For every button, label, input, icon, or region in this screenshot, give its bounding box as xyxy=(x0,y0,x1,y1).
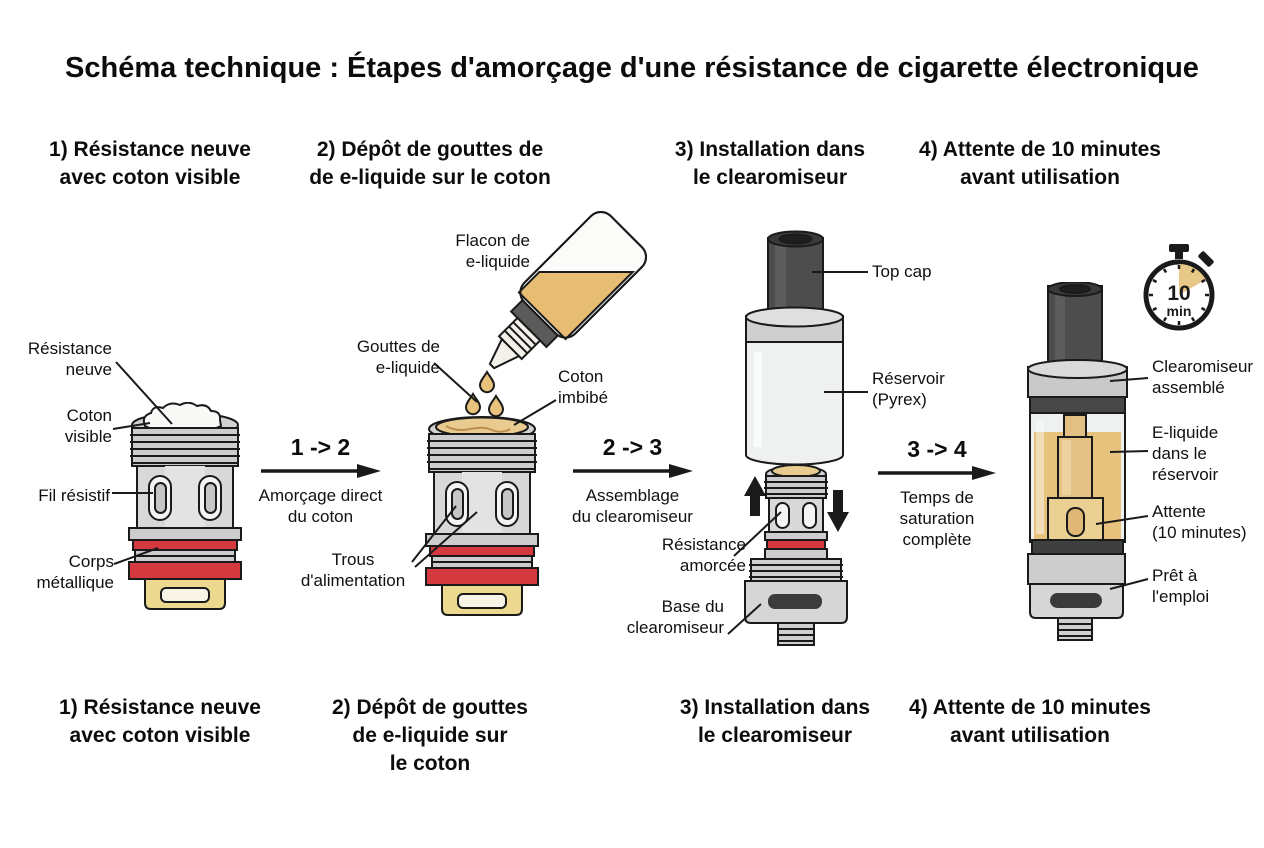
label-fil-resistif: Fil résistif xyxy=(38,486,110,505)
step4-header: 4) Attente de 10 minutes avant utilisati… xyxy=(919,138,1161,189)
transition-2-3-description: Assemblage du clearomiseur xyxy=(572,486,693,526)
transition-1-2-description: Amorçage direct du coton xyxy=(258,486,383,526)
arrow-right-icon xyxy=(572,464,693,478)
label-attente-10min: Attente (10 minutes) xyxy=(1152,502,1247,542)
label-gouttes-eliquide: Gouttes de e-liquide xyxy=(356,337,440,377)
red-oring xyxy=(429,545,535,557)
label-reservoir-pyrex: Réservoir (Pyrex) xyxy=(872,369,945,409)
arrow-right-icon xyxy=(878,466,996,480)
assembled-clearomizer-illustration xyxy=(1027,282,1128,641)
timer-unit: min xyxy=(1167,303,1192,319)
step1-caption: 1) Résistance neuve avec coton visible xyxy=(59,696,261,747)
step4-caption: 4) Attente de 10 minutes avant utilisati… xyxy=(909,696,1151,747)
red-oring xyxy=(132,539,238,551)
transition-2-3: 2 -> 3 Assemblage du clearomiseur xyxy=(565,434,700,527)
transition-2-3-label: 2 -> 3 xyxy=(602,434,663,460)
red-band xyxy=(128,561,242,580)
step2-header: 2) Dépôt de gouttes de de e-liquide sur … xyxy=(309,138,551,189)
step1-header: 1) Résistance neuve avec coton visible xyxy=(49,138,251,189)
oring-bottom xyxy=(1031,539,1124,555)
arrow-up-icon xyxy=(744,476,766,516)
transition-3-4-description: Temps de saturation complète xyxy=(899,488,975,549)
bottle-liquid xyxy=(517,270,636,341)
coil-into-base-illustration xyxy=(744,464,849,646)
transition-3-4: 3 -> 4 Temps de saturation complète xyxy=(872,436,1002,550)
transition-1-2-label: 1 -> 2 xyxy=(290,434,351,460)
airflow-slot xyxy=(802,502,817,529)
label-resistance-neuve: Résistance neuve xyxy=(27,339,112,379)
arrow-down-icon xyxy=(827,490,849,532)
label-base-clearomiseur: Base du clearomiseur xyxy=(626,597,724,637)
reservoir-illustration xyxy=(745,230,844,466)
label-corps-metallique: Corps métallique xyxy=(36,552,115,592)
red-band xyxy=(425,567,539,586)
label-clearomiseur-assemble: Clearomiseur assemblé xyxy=(1152,357,1254,397)
label-trous-alimentation: Trous d'alimentation xyxy=(300,550,406,590)
step3-caption: 3) Installation dans le clearomiseur xyxy=(679,696,871,747)
oring-top xyxy=(1029,396,1126,414)
diagram-title: Schéma technique : Étapes d'amorçage d'u… xyxy=(65,52,1199,84)
label-coton-imbibe: Coton imbibé xyxy=(558,367,609,407)
label-resistance-amorcee: Résistance amorcée xyxy=(661,535,746,575)
bottle-tip xyxy=(488,337,521,370)
coil-primed-illustration xyxy=(425,416,539,616)
label-flacon-eliquide: Flacon de e-liquide xyxy=(455,231,530,271)
step2-caption: 2) Dépôt de gouttes de e-liquide sur le … xyxy=(331,696,528,775)
timer-10min-icon: 10 min xyxy=(1143,244,1215,331)
step3-header: 3) Installation dans le clearomiseur xyxy=(674,138,866,189)
label-eliquide-reservoir: E-liquide dans le réservoir xyxy=(1152,423,1219,484)
label-coton-visible: Coton visible xyxy=(64,406,112,446)
transition-3-4-label: 3 -> 4 xyxy=(907,436,967,462)
bottle-body xyxy=(488,210,648,370)
primed-coil-small xyxy=(764,464,828,560)
coil-new-illustration xyxy=(128,402,242,610)
timer-value: 10 xyxy=(1167,282,1190,305)
coil-primed-parts xyxy=(425,416,539,616)
label-top-cap: Top cap xyxy=(872,262,932,281)
eliquid-bottle-illustration xyxy=(464,210,648,418)
transition-1-2: 1 -> 2 Amorçage direct du coton xyxy=(253,434,388,527)
arrow-right-icon xyxy=(260,464,381,478)
reservoir-parts xyxy=(745,230,844,466)
label-pret-emploi: Prêt à l'emploi xyxy=(1152,566,1210,606)
assembled-clearomizer-parts xyxy=(1027,282,1128,641)
elapsed-wedge xyxy=(1179,264,1206,295)
clock-ticks xyxy=(1149,265,1209,325)
red-oring xyxy=(766,539,826,550)
coil-new-parts xyxy=(128,402,242,610)
airflow-slot xyxy=(775,502,790,529)
airflow-window xyxy=(768,594,822,609)
clearomizer-base xyxy=(744,558,848,646)
airflow-window xyxy=(1050,593,1102,608)
